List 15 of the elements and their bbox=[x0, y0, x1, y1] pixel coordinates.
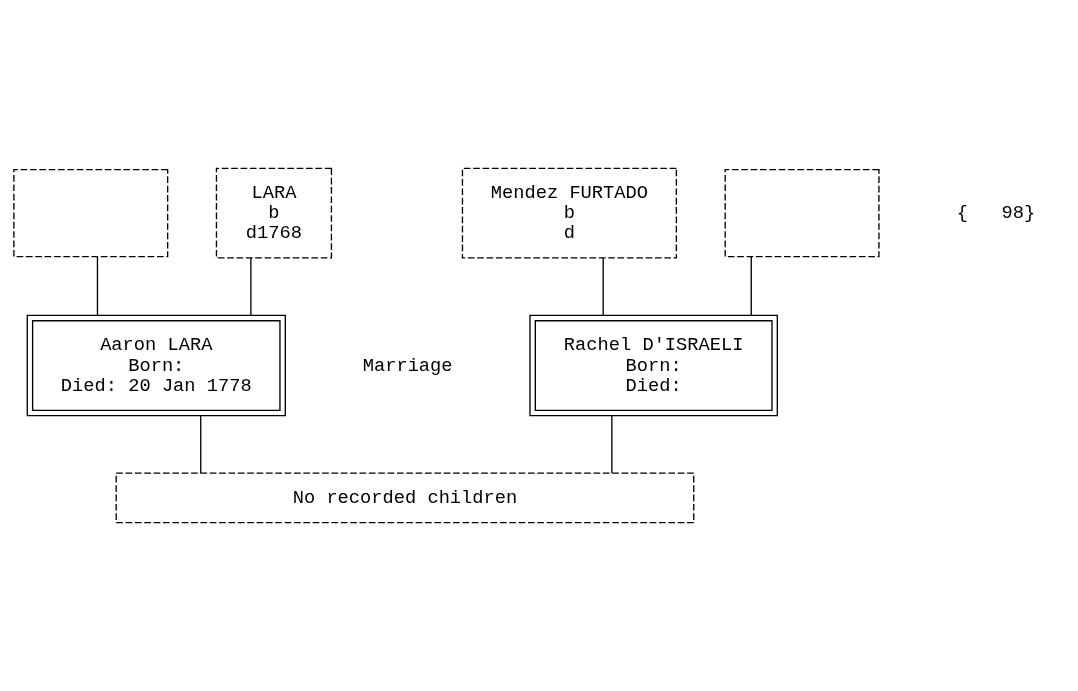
node-box bbox=[724, 169, 880, 258]
node-box: Mendez FURTADO b d bbox=[461, 167, 678, 259]
node-box: LARA b d1768 bbox=[215, 167, 333, 259]
connector bbox=[611, 415, 613, 474]
connector bbox=[602, 257, 604, 316]
node-box: No recorded children bbox=[115, 472, 695, 524]
node-box: Rachel D'ISRAELI Born: Died: bbox=[529, 314, 778, 417]
connector bbox=[96, 256, 99, 316]
label: { 98} bbox=[956, 202, 1036, 225]
connector bbox=[750, 256, 752, 316]
label: Marriage bbox=[362, 354, 453, 377]
connector bbox=[250, 257, 252, 316]
node-box bbox=[13, 169, 169, 258]
connector bbox=[200, 415, 202, 474]
node-box: Aaron LARA Born: Died: 20 Jan 1778 bbox=[26, 314, 286, 417]
